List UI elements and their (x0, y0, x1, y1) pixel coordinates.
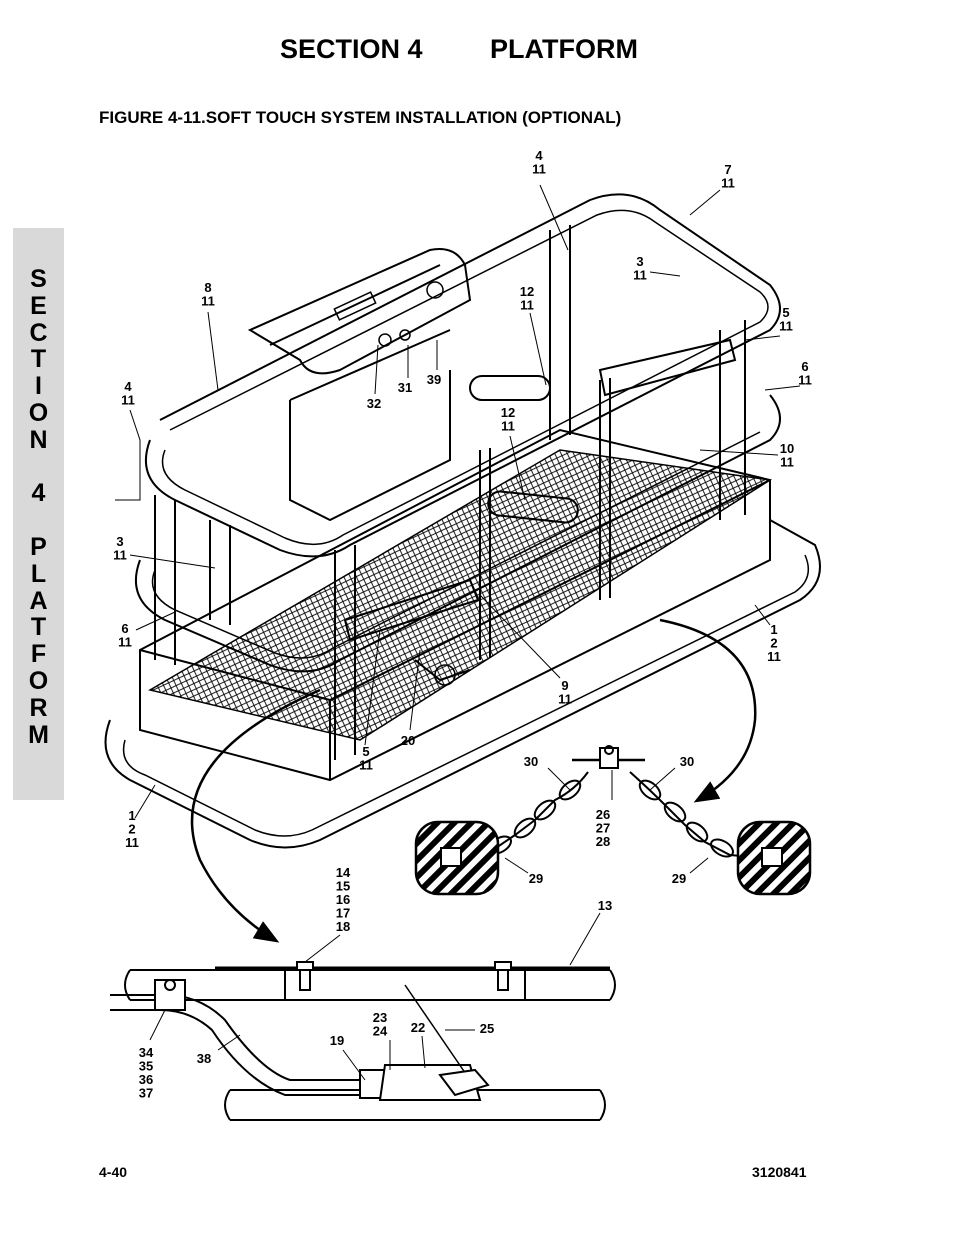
callout-c-6-11-right-line: 11 (798, 373, 812, 388)
side-tab-letter: S (30, 265, 47, 293)
callout-c-12-11-a-line: 11 (520, 298, 534, 313)
platform-illustration (104, 193, 821, 849)
callout-c-1-2-11-right-line: 1 (770, 622, 777, 637)
callout-c-26-27-28-line: 27 (596, 821, 610, 836)
callout-c-14-18-line: 14 (336, 865, 351, 880)
callout-c-7-11-line: 11 (721, 176, 735, 191)
callout-c-4-11-top-line: 4 (535, 148, 543, 163)
callout-c-32-line: 32 (367, 396, 381, 411)
callout-c-8-11-line: 8 (204, 280, 211, 295)
side-tab-letter: C (29, 318, 48, 347)
callout-c-12-11-b-line: 12 (501, 405, 515, 420)
side-tab-letter: F (30, 640, 47, 669)
callout-c-5-11-right-line: 5 (782, 305, 789, 320)
callout-c-31-line: 31 (398, 380, 412, 395)
callout-c-1-2-11-right-line: 2 (770, 636, 777, 651)
callout-c-4-11-left-line: 11 (121, 393, 135, 408)
callout-c-30-right-line: 30 (680, 754, 694, 769)
callout-c-22-line: 22 (411, 1020, 425, 1035)
callout-c-13-line: 13 (598, 898, 612, 913)
page-header: SECTION 4 PLATFORM (0, 34, 954, 68)
callout-c-26-27-28-line: 26 (596, 807, 610, 822)
callout-c-5-11-right-line: 11 (779, 319, 793, 334)
side-tab-letter: L (30, 559, 47, 588)
callout-c-1-2-11-left-line: 1 (128, 808, 135, 823)
callout-c-29-left-line: 29 (529, 871, 543, 886)
callout-c-14-18-line: 17 (336, 906, 350, 921)
side-tab-letter: I (35, 372, 42, 401)
side-tab-letter: 4 (31, 479, 46, 508)
callout-c-38-line: 38 (197, 1051, 211, 1066)
callout-c-7-11-line: 7 (724, 162, 731, 177)
figure-title: FIGURE 4-11.SOFT TOUCH SYSTEM INSTALLATI… (99, 108, 622, 127)
callout-c-26-27-28-line: 28 (596, 834, 610, 849)
callout-c-12-11-a-line: 12 (520, 284, 534, 299)
side-tab-letter: P (30, 533, 47, 561)
callout-c-1-2-11-left-line: 2 (128, 822, 135, 837)
callout-c-3-11-top-line: 3 (636, 254, 643, 269)
callout-c-23-24-line: 24 (373, 1024, 388, 1039)
callout-c-10-11-line: 11 (780, 455, 794, 470)
callout-c-29-right-line: 29 (672, 871, 686, 886)
side-tab-letter: T (30, 613, 47, 642)
callout-c-9-11-line: 11 (558, 692, 572, 707)
callout-c-10-11-line: 10 (780, 441, 794, 456)
section-title: PLATFORM (490, 34, 638, 64)
side-tab-letter: O (28, 667, 49, 695)
detail-arrows (190, 618, 757, 943)
callout-c-20-line: 20 (401, 733, 415, 748)
side-tab-letter: M (28, 720, 49, 749)
callout-c-25-line: 25 (480, 1021, 494, 1036)
callout-c-19-line: 19 (330, 1033, 344, 1048)
callout-c-34-37-line: 36 (139, 1072, 153, 1087)
callout-c-14-18-line: 16 (336, 892, 350, 907)
callout-c-14-18-line: 18 (336, 919, 350, 934)
section-label: SECTION 4 (280, 34, 423, 64)
callout-c-14-18-line: 15 (336, 879, 350, 894)
callout-c-9-11-line: 9 (561, 678, 568, 693)
callout-c-5-11-bottom-line: 11 (359, 758, 373, 773)
callout-c-34-37-line: 34 (139, 1045, 154, 1060)
callout-c-34-37-line: 35 (139, 1059, 153, 1074)
callout-c-3-11-left-line: 3 (116, 534, 123, 549)
callout-c-6-11-left-line: 6 (121, 621, 128, 636)
callout-c-30-left-line: 30 (524, 754, 538, 769)
callout-c-1-2-11-left-line: 11 (125, 835, 139, 850)
side-tab-letter: N (29, 425, 48, 454)
callout-c-34-37-line: 37 (139, 1086, 153, 1101)
callout-c-6-11-right-line: 6 (801, 359, 808, 374)
callout-c-23-24-line: 23 (373, 1010, 387, 1025)
page-number: 4-40 (99, 1164, 128, 1180)
side-tab-letter: R (29, 693, 48, 722)
switch-mount-detail (110, 961, 616, 1121)
callout-c-5-11-bottom-line: 5 (362, 744, 369, 759)
document-number: 3120841 (752, 1164, 807, 1180)
side-tab-letter: T (30, 345, 47, 374)
side-tab-letter: E (30, 291, 47, 320)
callout-c-4-11-left-line: 4 (124, 379, 132, 394)
callout-leaders (115, 184, 801, 1081)
callout-c-4-11-top-line: 11 (532, 162, 546, 177)
callout-c-12-11-b-line: 11 (501, 419, 515, 434)
side-tab-letter: O (28, 399, 49, 427)
callout-c-3-11-top-line: 11 (633, 268, 647, 283)
side-tab-letter: A (29, 586, 48, 615)
callout-c-3-11-left-line: 11 (113, 548, 127, 563)
callout-c-6-11-left-line: 11 (118, 635, 132, 650)
callout-c-8-11-line: 11 (201, 294, 215, 309)
callout-c-1-2-11-right-line: 11 (767, 649, 781, 664)
chain-detail (414, 745, 812, 896)
callout-c-39-line: 39 (427, 372, 441, 387)
